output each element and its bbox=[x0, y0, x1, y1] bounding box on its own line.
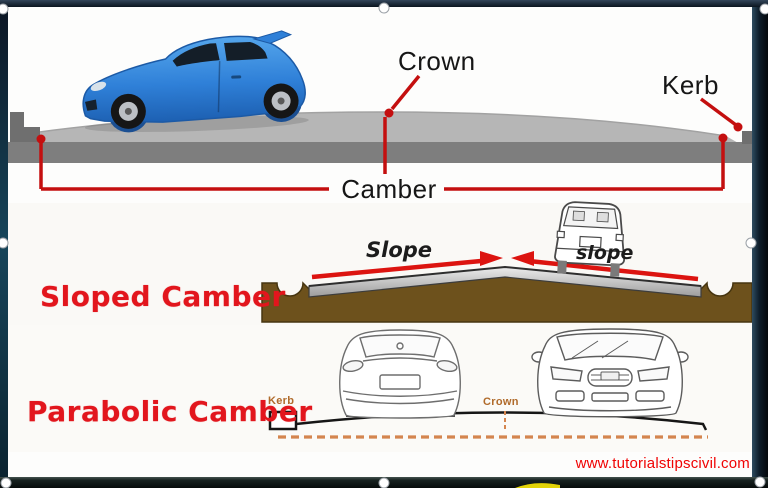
yellow-pointer-tip bbox=[515, 483, 560, 488]
parabolic-kerb-shape bbox=[268, 410, 298, 431]
mount-pin bbox=[0, 477, 12, 488]
mount-pin bbox=[759, 3, 768, 15]
car-rear-sketch-sloped bbox=[554, 201, 625, 277]
mount-pin bbox=[745, 237, 757, 249]
crown-pointer bbox=[383, 74, 421, 174]
car-headlight-left bbox=[550, 366, 583, 382]
car-headlight-right bbox=[637, 366, 670, 382]
website-link[interactable]: www.tutorialstipscivil.com bbox=[575, 455, 750, 472]
camber-label: Camber bbox=[341, 174, 437, 204]
kerb-label: Kerb bbox=[662, 70, 719, 100]
mount-pin bbox=[378, 2, 390, 14]
left-kerb-shape bbox=[10, 112, 40, 142]
parabolic-crown-label: Crown bbox=[483, 396, 519, 408]
mount-pin bbox=[0, 237, 9, 249]
slope-right-label: slope bbox=[576, 242, 634, 264]
car-headlight bbox=[90, 81, 107, 92]
parabolic-road bbox=[268, 410, 708, 439]
car-rear-wheel bbox=[263, 83, 299, 119]
car-side-view bbox=[82, 30, 309, 133]
parabolic-kerb-label: Kerb bbox=[268, 395, 295, 407]
car-front-wheel bbox=[110, 93, 146, 129]
mount-pin bbox=[378, 477, 390, 488]
frame-right-strip bbox=[752, 7, 768, 478]
sloped-camber-diagram bbox=[261, 201, 753, 323]
mount-pin bbox=[0, 3, 9, 15]
mount-pin bbox=[754, 476, 766, 488]
sloped-camber-title: Sloped Camber bbox=[40, 280, 286, 313]
crown-label: Crown bbox=[398, 46, 476, 76]
slope-left-label: Slope bbox=[366, 238, 433, 262]
car-rear-sketch-parabolic bbox=[339, 329, 461, 419]
camber-bracket bbox=[36, 133, 728, 191]
car-spoiler bbox=[252, 30, 293, 44]
parabolic-camber-title: Parabolic Camber bbox=[27, 395, 313, 428]
kerb-pointer bbox=[699, 97, 743, 132]
car-front-sketch-parabolic bbox=[531, 328, 689, 418]
